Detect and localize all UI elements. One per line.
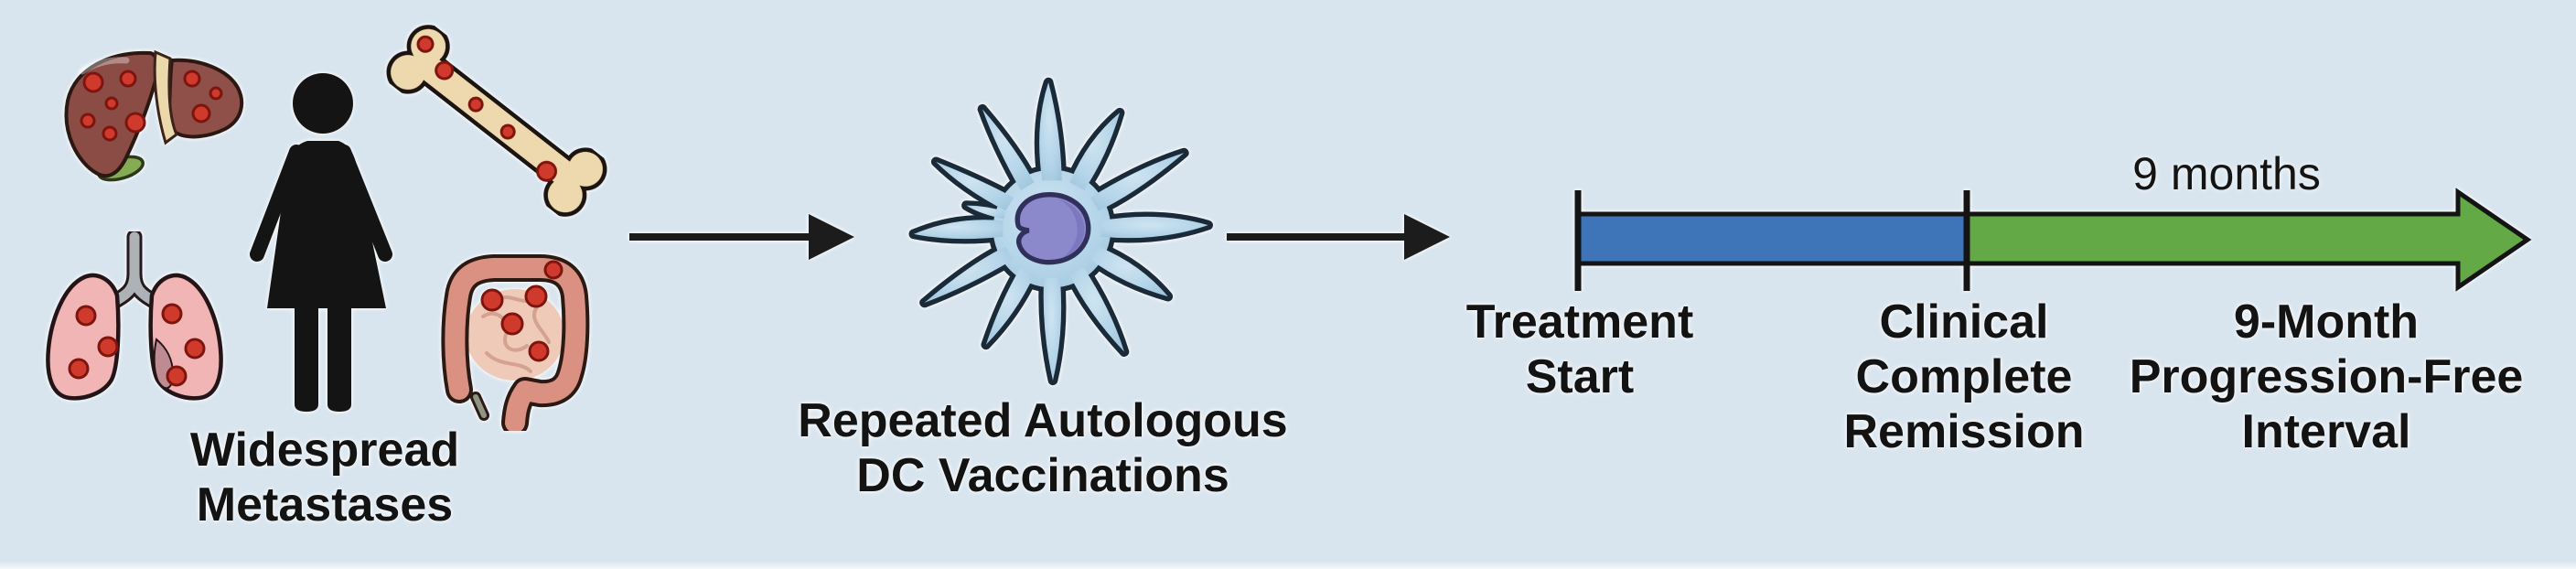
tick2-label-line1: Clinical <box>1879 295 2049 349</box>
liver-icon <box>64 49 244 182</box>
cell-nucleus <box>1014 192 1091 265</box>
colon <box>445 258 586 431</box>
interval-label-line3: Interval <box>2241 405 2411 458</box>
treatment-bar <box>1575 211 1970 266</box>
stage2-caption-line1: Repeated Autologous <box>798 394 1288 447</box>
bone-icon <box>377 16 617 225</box>
stage2-caption-line2: DC Vaccinations <box>856 449 1229 502</box>
tick1-label-line2: Start <box>1525 350 1635 403</box>
dendritic-cell-icon <box>874 50 1230 407</box>
tick1-label: Treatment Start <box>1443 295 1717 404</box>
falciform-ligament <box>153 49 178 145</box>
left-lung <box>46 273 121 401</box>
appendix-fill <box>473 394 487 418</box>
bone-fill <box>383 22 610 220</box>
right-arrow-icon <box>1227 214 1450 260</box>
progression-arrow <box>1964 188 2532 292</box>
interval-label: 9-Month Progression-Free Interval <box>2102 295 2550 459</box>
bottom-edge-band <box>0 561 2576 569</box>
intestine-icon <box>441 254 590 431</box>
liver-metastasis-dots <box>80 70 223 142</box>
intestine-metastasis-dots <box>480 260 564 362</box>
figure-left-arm <box>250 145 304 262</box>
interval-label-line2: Progression-Free <box>2129 350 2524 403</box>
timeline <box>1574 188 2532 292</box>
liver-right-lobe <box>166 58 244 139</box>
liver-highlight <box>79 57 130 75</box>
lungs-icon <box>46 231 223 401</box>
figure-head <box>293 73 353 134</box>
tick1-label-line1: Treatment <box>1465 295 1694 349</box>
lung-metastasis-dots <box>68 303 206 387</box>
interval-label-line1: 9-Month <box>2233 295 2420 349</box>
trachea <box>112 231 157 306</box>
stage1-caption-line1: Widespread <box>189 424 460 477</box>
figure-right-leg <box>327 304 351 412</box>
timeline-duration-label: 9 months <box>2132 148 2321 199</box>
cell-nucleus-shade <box>1055 198 1085 258</box>
figure-left-leg <box>295 304 318 412</box>
tick2-label-line3: Remission <box>1843 405 2085 458</box>
stage1-caption-line2: Metastases <box>196 478 454 531</box>
stage2-caption: Repeated Autologous DC Vaccinations <box>768 393 1317 503</box>
tick2-label: Clinical Complete Remission <box>1818 295 2110 459</box>
tick2-label-line2: Complete <box>1855 350 2073 403</box>
right-arrow-icon <box>629 214 854 260</box>
female-figure-icon <box>250 73 392 412</box>
stage1-caption: Widespread Metastases <box>96 423 553 532</box>
bone-metastasis-dots <box>416 35 558 182</box>
figure-right-arm <box>337 145 392 262</box>
